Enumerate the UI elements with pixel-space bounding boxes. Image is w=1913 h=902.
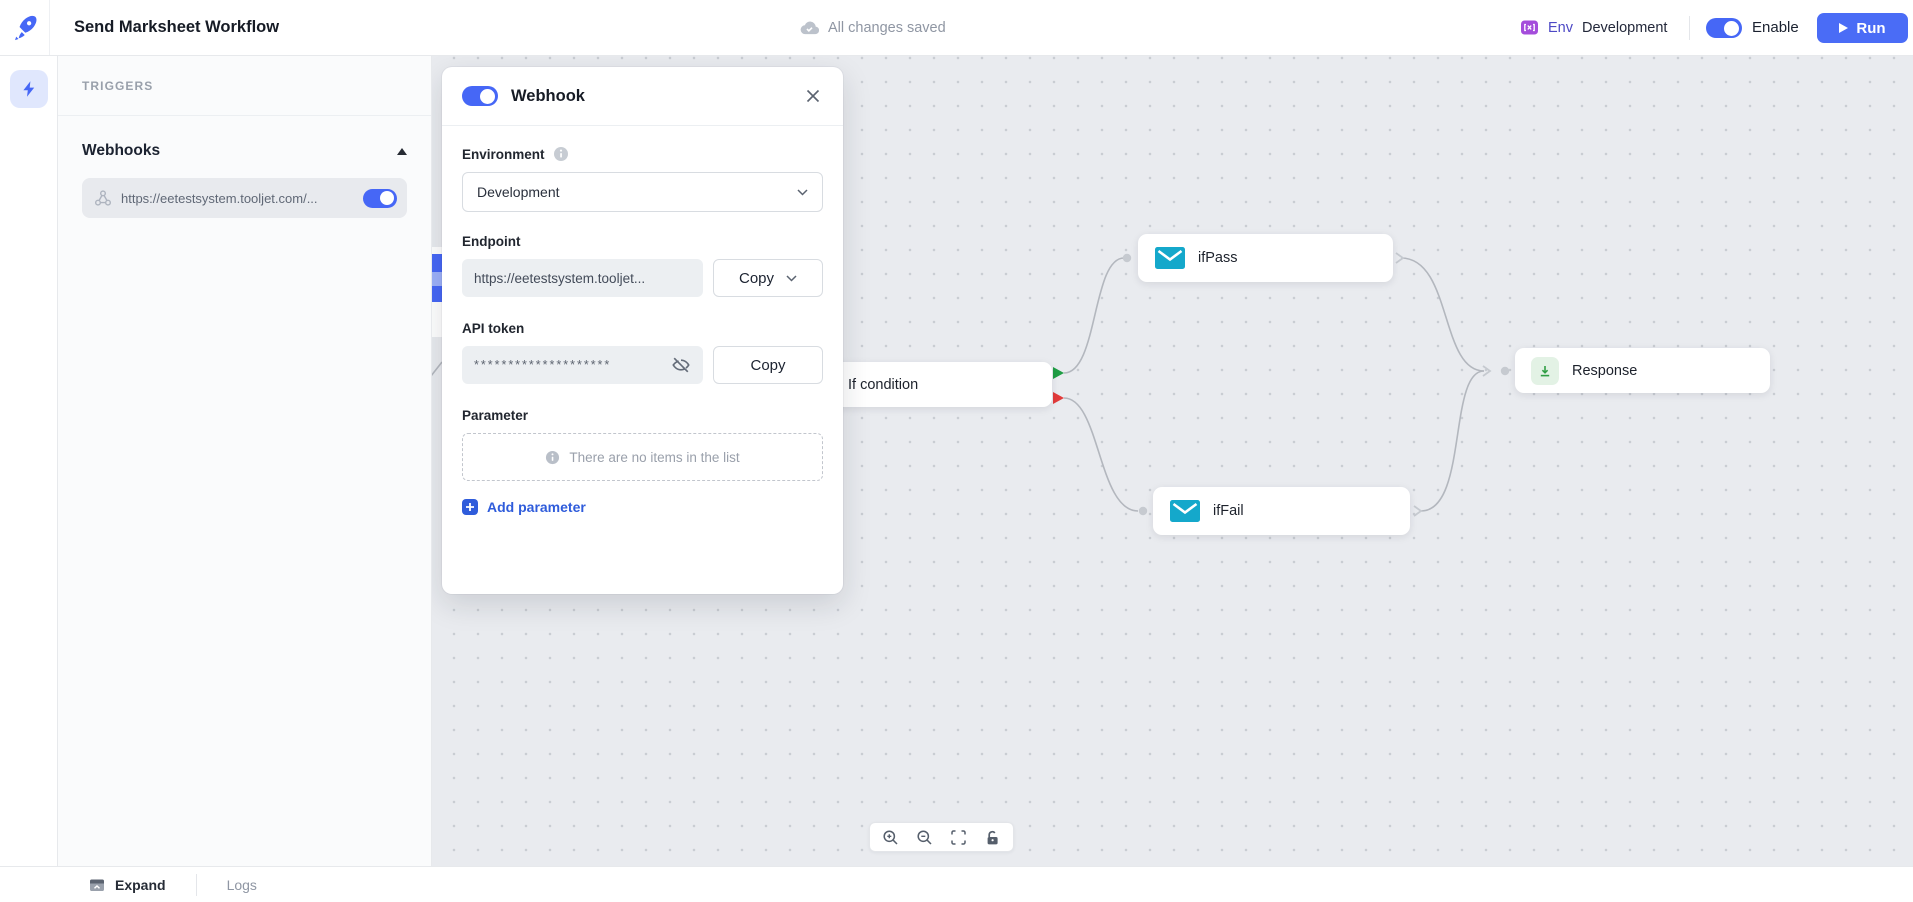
environment-label: Environment [462, 146, 545, 162]
api-token-copy-button[interactable]: Copy [713, 346, 823, 384]
close-button[interactable] [803, 86, 823, 106]
env-label: Env [1548, 19, 1573, 36]
add-parameter-label: Add parameter [487, 499, 586, 515]
endpoint-label: Endpoint [462, 234, 521, 249]
chevron-down-icon [797, 188, 808, 196]
icon-rail [0, 56, 58, 866]
lock-icon[interactable] [984, 829, 1001, 846]
webhook-icon [95, 190, 111, 206]
webhook-enable-toggle[interactable] [363, 188, 397, 208]
node-response[interactable]: Response [1515, 348, 1770, 393]
zoom-in-icon[interactable] [882, 829, 899, 846]
info-icon [546, 450, 560, 464]
api-token-label: API token [462, 321, 525, 336]
api-token-field[interactable]: ******************** [462, 346, 703, 384]
sidebar-section-title: TRIGGERS [58, 56, 431, 116]
zoom-out-icon[interactable] [916, 829, 933, 846]
environment-badge[interactable]: Env Development [1520, 0, 1667, 55]
topbar-divider [1689, 16, 1690, 40]
cloud-saved-icon [800, 21, 819, 35]
webhook-enabled-toggle[interactable] [462, 86, 498, 106]
environment-select[interactable]: Development [462, 172, 823, 212]
trigger-node-icon-fragment-band [431, 272, 442, 286]
triggers-sidebar: TRIGGERS Webhooks https://eetestsystem.t… [58, 56, 432, 866]
app-logo[interactable] [0, 0, 50, 55]
eye-off-icon[interactable] [671, 355, 691, 375]
env-value: Development [1582, 19, 1668, 36]
canvas-controls [869, 822, 1014, 852]
endpoint-value: https://eetestsystem.tooljet... [474, 270, 646, 286]
chevron-down-icon [786, 274, 797, 282]
play-icon [1839, 23, 1849, 33]
logs-tab[interactable]: Logs [226, 876, 257, 893]
close-icon [806, 89, 820, 103]
expand-panel-icon [90, 879, 104, 891]
node-ifpass[interactable]: ifPass [1138, 234, 1393, 282]
webhooks-group-title: Webhooks [82, 142, 161, 159]
email-icon [1170, 500, 1200, 522]
webhook-list-item[interactable]: https://eetestsystem.tooljet.com/... [82, 178, 407, 218]
endpoint-copy-label: Copy [738, 269, 775, 287]
modal-body: Environment Development Endpoint https:/… [442, 126, 843, 515]
rocket-icon [15, 15, 37, 41]
save-status: All changes saved [800, 0, 946, 55]
endpoint-copy-dropdown[interactable]: Copy [713, 259, 823, 297]
modal-header: Webhook [442, 67, 843, 126]
save-status-text: All changes saved [828, 19, 946, 36]
node-label: If condition [848, 376, 919, 393]
plus-icon [462, 499, 478, 515]
top-bar: Send Marksheet Workflow All changes save… [0, 0, 1913, 56]
run-label: Run [1856, 19, 1886, 37]
node-label: Response [1572, 362, 1638, 379]
parameter-empty-state: There are no items in the list [462, 433, 823, 481]
endpoint-value-field[interactable]: https://eetestsystem.tooljet... [462, 259, 703, 297]
node-label: ifPass [1198, 250, 1238, 266]
enable-label: Enable [1752, 19, 1799, 36]
fit-view-icon[interactable] [950, 829, 967, 846]
webhook-url: https://eetestsystem.tooljet.com/... [121, 190, 318, 206]
collapse-caret-icon[interactable] [397, 147, 407, 155]
expand-label: Expand [115, 876, 166, 893]
parameter-empty-text: There are no items in the list [569, 449, 740, 465]
environment-select-value: Development [477, 184, 560, 200]
webhook-config-panel: Webhook Environment Development [442, 67, 843, 594]
env-variable-icon [1521, 20, 1538, 35]
info-icon [553, 147, 568, 161]
run-button[interactable]: Run [1817, 13, 1908, 43]
bottom-bar: Expand Logs [0, 866, 1913, 902]
email-icon [1155, 247, 1185, 269]
parameter-label: Parameter [462, 408, 529, 423]
modal-title: Webhook [511, 86, 585, 105]
triggers-rail-button[interactable] [10, 70, 48, 108]
webhooks-group-header: Webhooks [82, 142, 407, 160]
bottombar-divider [195, 873, 197, 896]
api-token-masked-value: ******************** [474, 358, 612, 372]
node-label: ifFail [1213, 503, 1244, 519]
expand-button[interactable]: Expand [88, 876, 166, 894]
enable-toggle[interactable] [1706, 18, 1742, 38]
node-iffail[interactable]: ifFail [1153, 487, 1410, 535]
response-icon [1531, 356, 1559, 385]
page-title: Send Marksheet Workflow [74, 18, 280, 36]
lightning-icon [23, 81, 35, 97]
add-parameter-button[interactable]: Add parameter [462, 499, 823, 515]
